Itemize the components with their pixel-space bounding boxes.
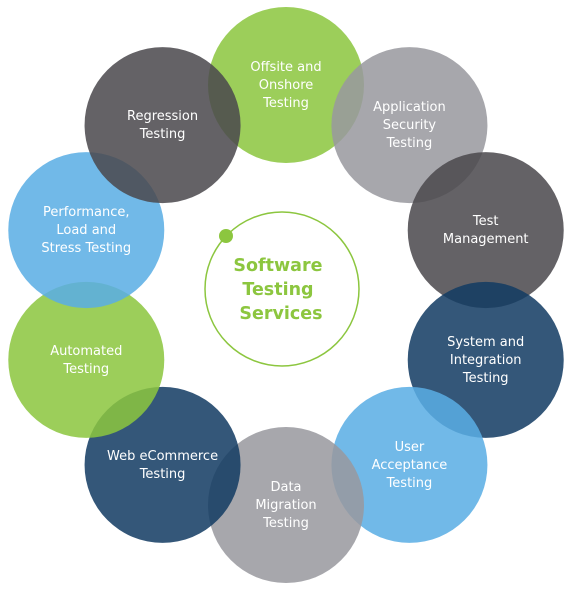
center-title-line: Testing bbox=[242, 280, 313, 300]
service-label-line: Load and bbox=[56, 223, 116, 238]
service-label-line: Testing bbox=[262, 96, 309, 111]
center-title: Software Testing Services bbox=[233, 256, 328, 324]
center-title-line: Software bbox=[233, 256, 322, 276]
service-label-line: Testing bbox=[262, 516, 309, 531]
service-circle bbox=[407, 152, 564, 309]
service-circle bbox=[208, 7, 364, 163]
service-label-line: Performance, bbox=[43, 205, 130, 220]
center-hub: Software Testing Services bbox=[204, 211, 360, 367]
service-label-line: System and bbox=[447, 335, 524, 350]
service-label-line: Stress Testing bbox=[41, 241, 131, 256]
service-label-line: Onshore bbox=[259, 78, 314, 93]
service-label-line: Management bbox=[443, 232, 529, 247]
service-label-line: Testing bbox=[139, 127, 186, 142]
service-label-line: Application bbox=[373, 100, 446, 115]
service-label-line: Testing bbox=[386, 476, 433, 491]
service-label-line: Web eCommerce bbox=[107, 449, 218, 464]
service-label-line: Acceptance bbox=[372, 458, 448, 473]
service-label-line: User bbox=[395, 440, 425, 455]
service-circle bbox=[208, 427, 364, 583]
service-label-line: Security bbox=[383, 118, 437, 133]
service-circle bbox=[8, 281, 165, 438]
service-label-line: Testing bbox=[386, 136, 433, 151]
service-label-line: Data bbox=[270, 480, 301, 495]
service-label-line: Migration bbox=[255, 498, 316, 513]
service-label-line: Test bbox=[472, 214, 499, 229]
service-label-line: Offsite and bbox=[250, 60, 321, 75]
service-circle bbox=[84, 47, 241, 204]
center-ring bbox=[204, 211, 360, 367]
service-label-line: Testing bbox=[62, 362, 109, 377]
service-label-line: Testing bbox=[462, 371, 509, 386]
service-label-line: Automated bbox=[50, 344, 122, 359]
service-label-line: Regression bbox=[127, 109, 198, 124]
service-label-line: Integration bbox=[450, 353, 522, 368]
center-accent-dot bbox=[219, 229, 233, 243]
center-title-line: Services bbox=[239, 304, 322, 324]
service-label-line: Testing bbox=[139, 467, 186, 482]
service-circle bbox=[331, 386, 488, 543]
